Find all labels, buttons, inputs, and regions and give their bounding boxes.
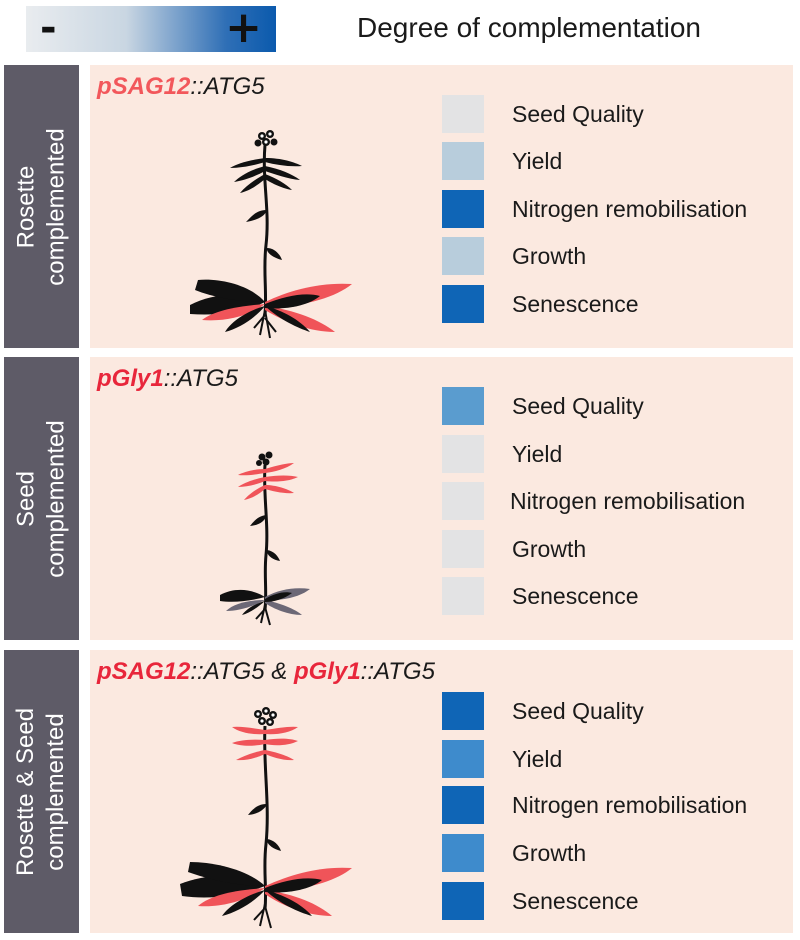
trait-label: Senescence bbox=[512, 583, 639, 609]
trait-label: Seed Quality bbox=[512, 698, 644, 724]
complementation-swatch bbox=[442, 285, 484, 323]
plus-symbol: + bbox=[225, 2, 262, 53]
trait-label: Growth bbox=[512, 840, 587, 866]
panel-rosette-seed: pSAG12::ATG5 & pGly1::ATG5 bbox=[90, 650, 793, 933]
trait-label: Growth bbox=[512, 243, 587, 269]
complementation-swatch bbox=[442, 740, 484, 778]
construct-label: pSAG12::ATG5 bbox=[97, 73, 265, 101]
promoter-name: pSAG12 bbox=[97, 658, 191, 685]
trait-row: Seed Quality bbox=[442, 387, 800, 429]
construct-joiner: & bbox=[264, 658, 294, 685]
section-seed-complemented: Seed complemented pGly1::ATG5 bbox=[4, 357, 795, 640]
legend-title: Degree of complementation bbox=[357, 12, 701, 43]
complementation-swatch bbox=[442, 882, 484, 920]
complementation-swatch bbox=[442, 577, 484, 615]
construct-separator: :: bbox=[163, 365, 178, 392]
trait-row: Growth bbox=[442, 834, 800, 876]
complementation-swatch bbox=[442, 435, 484, 473]
plant-illustration-rosette-seed bbox=[180, 707, 352, 929]
trait-label: Nitrogen remobilisation bbox=[512, 792, 748, 818]
trait-row: Yield bbox=[442, 740, 800, 782]
trait-label: Yield bbox=[512, 746, 563, 772]
plant-illustration-seed bbox=[220, 451, 310, 626]
complementation-swatch bbox=[442, 786, 484, 824]
trait-label: Seed Quality bbox=[512, 101, 644, 127]
trait-row: Growth bbox=[442, 530, 800, 572]
side-label-line-1: Rosette & Seed bbox=[12, 707, 40, 876]
trait-label: Nitrogen remobilisation bbox=[512, 196, 748, 222]
gene-name: ATG5 bbox=[177, 365, 238, 392]
gene-name: ATG5 bbox=[374, 658, 435, 685]
construct-label: pSAG12::ATG5 & pGly1::ATG5 bbox=[97, 658, 435, 686]
trait-label: Yield bbox=[512, 148, 563, 174]
trait-row: Nitrogen remobilisation bbox=[442, 190, 800, 232]
trait-label: Growth bbox=[512, 536, 587, 562]
side-label-line-1: Seed bbox=[12, 470, 40, 527]
construct-separator: :: bbox=[360, 658, 375, 685]
section-rosette-seed-complemented: Rosette & Seed complemented pSAG12::ATG5… bbox=[4, 650, 795, 933]
trait-row: Seed Quality bbox=[442, 95, 800, 137]
side-label-line-2: complemented bbox=[42, 127, 70, 286]
trait-row: Senescence bbox=[442, 285, 800, 327]
trait-label: Nitrogen remobilisation bbox=[510, 488, 746, 514]
trait-row: Yield bbox=[442, 435, 800, 477]
promoter-name: pGly1 bbox=[97, 365, 164, 392]
side-label-line-2: complemented bbox=[42, 419, 70, 578]
plant-illustration-rosette bbox=[190, 130, 352, 339]
complementation-swatch bbox=[442, 237, 484, 275]
trait-row: Senescence bbox=[442, 882, 800, 924]
complementation-swatch bbox=[442, 142, 484, 180]
side-label-line-2: complemented bbox=[42, 712, 70, 871]
side-label-rosette-seed: Rosette & Seed complemented bbox=[4, 650, 79, 933]
side-label-line-1: Rosette bbox=[12, 165, 40, 248]
section-rosette-complemented: Rosette complemented pSAG12::ATG5 bbox=[4, 65, 795, 348]
trait-label: Seed Quality bbox=[512, 393, 644, 419]
promoter-name: pGly1 bbox=[293, 658, 361, 685]
panel-seed: pGly1::ATG5 bbox=[90, 357, 793, 640]
side-label-seed: Seed complemented bbox=[4, 357, 79, 640]
complementation-swatch bbox=[442, 95, 484, 133]
construct-label: pGly1::ATG5 bbox=[97, 365, 238, 393]
trait-row: Seed Quality bbox=[442, 692, 800, 734]
complementation-swatch bbox=[442, 530, 484, 568]
trait-label: Yield bbox=[512, 441, 563, 467]
trait-row: Senescence bbox=[442, 577, 800, 619]
trait-label: Senescence bbox=[512, 888, 639, 914]
minus-symbol: - bbox=[40, 5, 57, 51]
complementation-swatch bbox=[442, 692, 484, 730]
complementation-scale-bar: - + bbox=[26, 6, 276, 52]
gene-name: ATG5 bbox=[203, 658, 265, 685]
trait-label: Senescence bbox=[512, 291, 639, 317]
gene-name: ATG5 bbox=[203, 73, 265, 100]
trait-row: Growth bbox=[442, 237, 800, 279]
side-label-rosette: Rosette complemented bbox=[4, 65, 79, 348]
trait-row: Nitrogen remobilisation bbox=[442, 786, 800, 828]
complementation-swatch bbox=[442, 834, 484, 872]
trait-row: Nitrogen remobilisation bbox=[442, 482, 800, 524]
complementation-swatch bbox=[442, 387, 484, 425]
panel-rosette: pSAG12::ATG5 bbox=[90, 65, 793, 348]
promoter-name: pSAG12 bbox=[97, 73, 191, 100]
construct-separator: :: bbox=[190, 73, 204, 100]
construct-separator: :: bbox=[190, 658, 204, 685]
trait-row: Yield bbox=[442, 142, 800, 184]
complementation-swatch bbox=[442, 482, 484, 520]
complementation-swatch bbox=[442, 190, 484, 228]
